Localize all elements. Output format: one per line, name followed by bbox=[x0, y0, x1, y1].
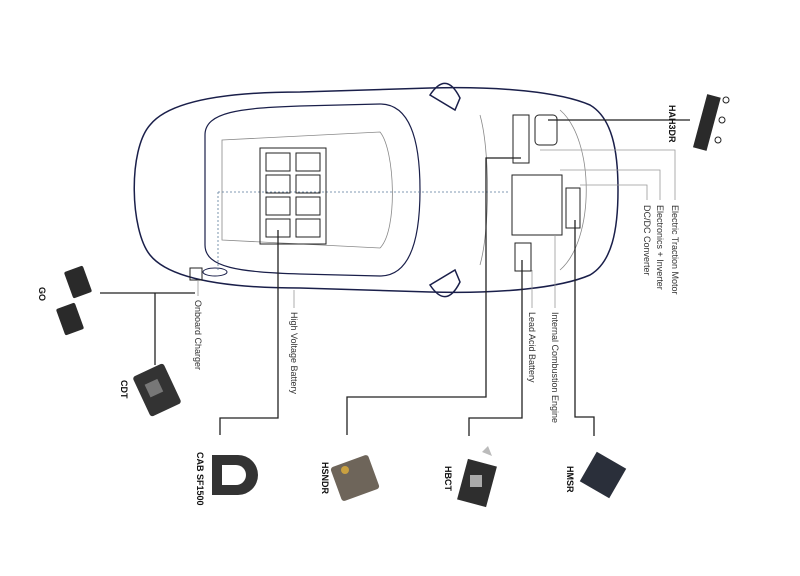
sensor-hsndr bbox=[330, 455, 380, 501]
sensor-go bbox=[56, 265, 92, 336]
label-dcdc-converter: DC/DC Converter bbox=[642, 205, 652, 276]
label-electric-traction-motor: Electric Traction Motor bbox=[670, 205, 680, 295]
label-onboard-charger: Onboard Charger bbox=[193, 300, 203, 370]
sensor-cdt bbox=[133, 363, 181, 417]
product-label-hsndr: HSNDR bbox=[320, 462, 330, 495]
sensor-hmsr bbox=[579, 451, 627, 499]
product-label-hbct: HBCT bbox=[443, 466, 453, 491]
label-electronics-inverter: Electronics + Inverter bbox=[655, 205, 665, 290]
product-label-cdt: CDT bbox=[119, 380, 129, 399]
battery-pack bbox=[259, 147, 327, 245]
product-label-hmsr: HMSR bbox=[565, 466, 575, 493]
label-lead-acid-battery: Lead Acid Battery bbox=[527, 312, 537, 383]
sensor-cab-sf1500 bbox=[212, 455, 258, 495]
product-label-go: GO bbox=[37, 287, 47, 301]
front-components bbox=[189, 114, 581, 281]
label-high-voltage-battery: High Voltage Battery bbox=[289, 312, 299, 395]
product-label-cab: CAB SF1500 bbox=[195, 452, 205, 506]
product-leaders bbox=[100, 119, 690, 436]
car-outline bbox=[133, 82, 619, 298]
sensor-hah3dr bbox=[692, 94, 730, 151]
sensor-hbct bbox=[457, 446, 497, 508]
product-label-hah3dr: HAH3DR bbox=[667, 105, 677, 143]
label-internal-combustion-engine: Internal Combustion Engine bbox=[550, 312, 560, 423]
thin-leaders bbox=[197, 149, 676, 308]
